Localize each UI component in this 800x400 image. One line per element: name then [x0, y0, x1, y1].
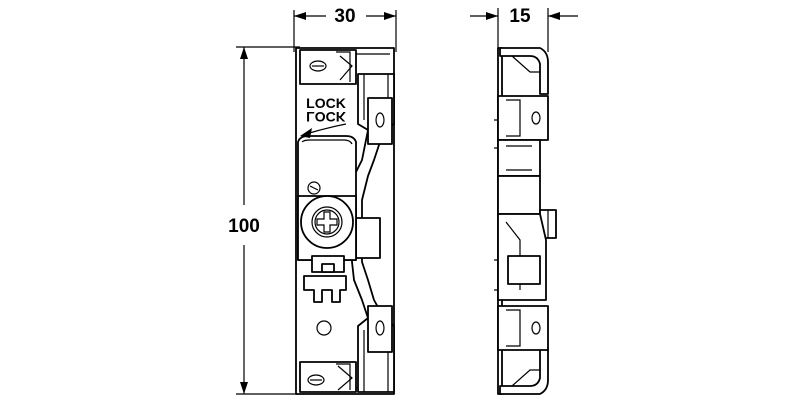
side-upper-block [497, 95, 549, 141]
side-view [494, 47, 557, 395]
front-view: LOCK LOCK [295, 47, 395, 395]
phillips-slot-icon [316, 211, 338, 233]
upper-mounting-tab [367, 97, 393, 145]
side-lower-block [497, 305, 549, 351]
screw-head [311, 206, 343, 238]
cam-disc [300, 195, 354, 249]
lower-round-hole [316, 320, 332, 336]
depth-dimension: 15 [470, 6, 578, 52]
height-dimension: 100 [228, 46, 300, 395]
lower-mounting-tab [367, 305, 393, 353]
small-screw [307, 181, 321, 195]
top-slot-hole [309, 60, 327, 72]
depth-label: 15 [509, 6, 531, 27]
width-label: 30 [334, 6, 355, 27]
lower-mounting-hole [375, 320, 385, 336]
upper-mounting-hole [375, 112, 385, 128]
lock-label-mirrored: LOCK [306, 109, 346, 125]
width-dimension: 30 [293, 6, 397, 52]
lock-label: LOCK [306, 95, 346, 111]
height-label: 100 [228, 216, 260, 237]
bottom-slot-hole [307, 374, 325, 386]
latch-teeth [303, 275, 347, 303]
